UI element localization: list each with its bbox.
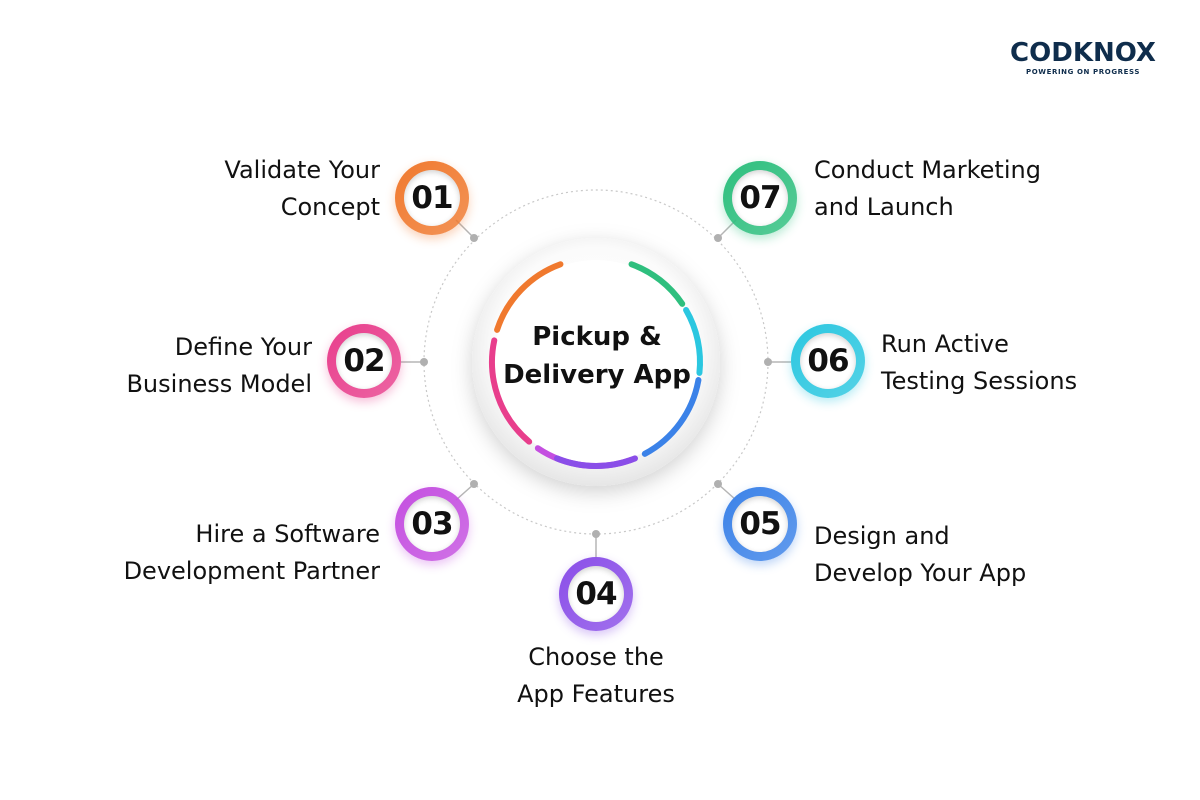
ring-arc-01	[494, 261, 564, 333]
step-number: 04	[575, 576, 617, 612]
center-disc-inner	[494, 260, 698, 464]
step-label-05: Design and Develop Your App	[814, 522, 1027, 587]
connector-dot-03	[470, 480, 478, 488]
ring-arc-04	[554, 455, 638, 469]
step-number: 05	[739, 506, 781, 542]
step-badge-05: 05	[723, 487, 797, 561]
step-label-06: Run Active Testing Sessions	[881, 330, 1078, 395]
center-title-line1: Pickup &	[532, 322, 662, 352]
connector-line-03	[455, 483, 475, 501]
connector-dot-06	[764, 358, 772, 366]
brand-logo: CODKNOX POWERING ON PROGRESS	[998, 40, 1168, 76]
connector-dot-07	[714, 234, 722, 242]
connector-dot-01	[470, 234, 478, 242]
step-number: 02	[343, 343, 385, 379]
logo-wordmark: CODKNOX	[1010, 38, 1156, 68]
step-label-02: Define Your Business Model	[126, 333, 312, 398]
ring-arc-02	[489, 337, 533, 445]
step-badge-01: 01	[395, 161, 469, 235]
step-number: 03	[411, 506, 453, 542]
ring-arc-05	[641, 377, 702, 457]
step-label-01: Validate Your Concept	[224, 156, 380, 221]
step-label-04: Choose the App Features	[517, 643, 675, 708]
ring-arc-06	[683, 307, 703, 376]
step-label-07: Conduct Marketing and Launch	[814, 156, 1041, 221]
logo-tagline: POWERING ON PROGRESS	[1025, 68, 1141, 76]
step-badge-06: 06	[791, 324, 865, 398]
step-number: 07	[739, 180, 781, 216]
step-badge-03: 03	[395, 487, 469, 561]
step-number: 01	[411, 180, 453, 216]
step-label-03: Hire a Software Development Partner	[123, 520, 380, 585]
step-badge-07: 07	[723, 161, 797, 235]
connector-dot-05	[714, 480, 722, 488]
center-title-line2: Delivery App	[503, 360, 691, 390]
center-title: Pickup & Delivery App	[497, 318, 697, 394]
connector-dot-04	[592, 530, 600, 538]
step-number: 06	[807, 343, 849, 379]
ring-arc-07	[628, 261, 686, 307]
connector-dot-02	[420, 358, 428, 366]
step-badge-04: 04	[559, 557, 633, 631]
step-badge-02: 02	[327, 324, 401, 398]
